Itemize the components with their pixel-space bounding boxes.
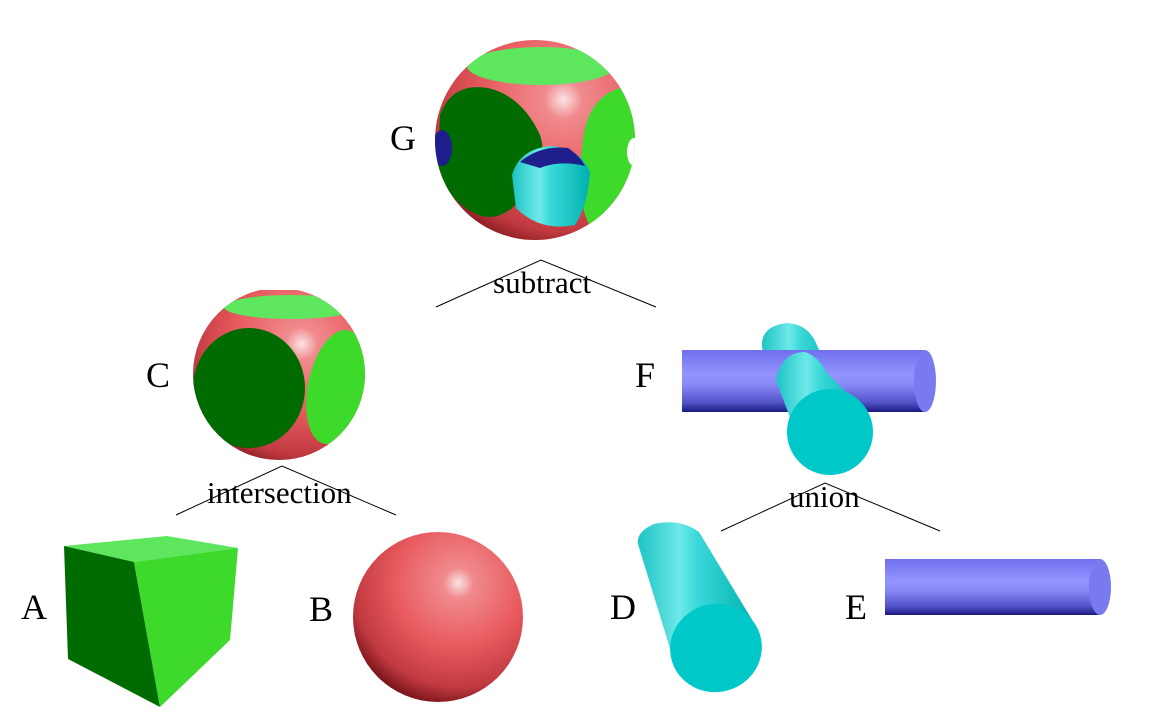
label-a: A	[21, 587, 47, 627]
subtract-left-hole	[435, 130, 452, 166]
label-f: F	[635, 355, 655, 395]
operation-labels: subtract intersection union	[207, 265, 860, 514]
sphere-shape-b	[353, 532, 523, 702]
subtract-top-face	[467, 47, 615, 85]
subtract-right-notch	[627, 138, 635, 166]
cube-top-face	[64, 536, 238, 562]
label-c: C	[146, 355, 170, 395]
node-labels: A B C D E F G	[21, 118, 867, 629]
edge-f-branches	[720, 482, 941, 532]
subtract-cyan-cavity	[512, 146, 590, 227]
sphere-body	[353, 532, 523, 702]
union-shape-f	[682, 323, 936, 475]
intersection-side-face	[306, 329, 365, 445]
cube-side-face	[134, 548, 238, 707]
cylinder-shape-e	[885, 559, 1111, 615]
edge-c-branches	[175, 465, 397, 516]
union-blue-cap	[914, 350, 936, 412]
label-g: G	[390, 118, 416, 158]
tree-edges	[175, 259, 941, 532]
intersection-front-face	[193, 328, 305, 448]
edge-g-branches	[435, 259, 657, 308]
cylinder-shape-d	[637, 522, 762, 693]
cylinder-e-body	[885, 559, 1100, 615]
subtract-cavity-shadow	[520, 147, 585, 168]
intersection-shape-c	[193, 290, 365, 460]
label-e: E	[845, 587, 867, 627]
label-d: D	[610, 587, 636, 627]
op-union: union	[789, 479, 860, 514]
cylinder-e-cap	[1089, 559, 1111, 615]
label-b: B	[309, 589, 333, 629]
subtract-shape-g	[435, 40, 635, 240]
cube-shape-a	[64, 536, 238, 707]
intersection-top-face	[224, 295, 358, 319]
union-front-cap	[787, 389, 873, 475]
cube-front-face	[64, 546, 160, 707]
op-subtract: subtract	[493, 265, 592, 300]
op-intersection: intersection	[207, 475, 352, 510]
cylinder-d-cap	[670, 603, 762, 693]
